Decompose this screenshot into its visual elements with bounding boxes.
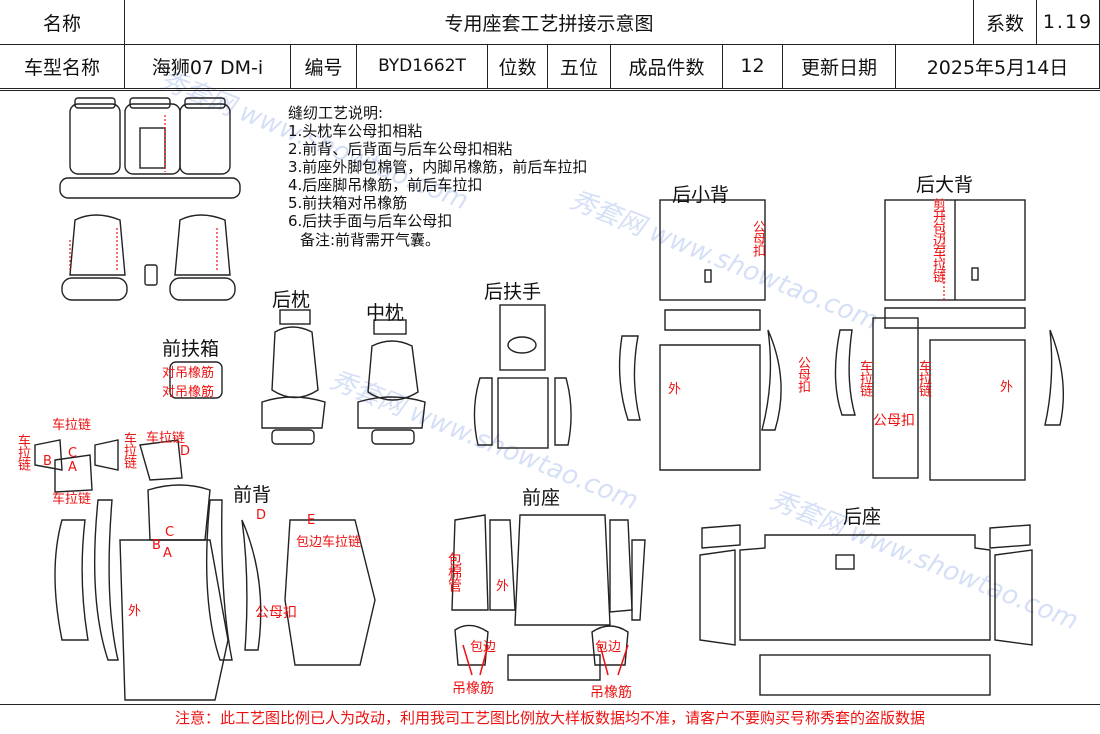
note-armbox-elastic: 对吊橡筋 [162, 385, 215, 400]
letter-c: C [68, 446, 78, 461]
section-front-seat: 前座 [522, 487, 561, 509]
middle-headrest-pieces [357, 319, 426, 445]
instruction-item: 6.后扶手面与后车公母扣 [288, 212, 453, 230]
letter-e: E [307, 513, 316, 528]
note-zipper: 车拉链 [146, 431, 186, 446]
date-label: 更新日期 [783, 44, 896, 89]
note-snap: 公母扣 [750, 220, 765, 256]
instruction-item: 2.前背、后背面与后车公母扣相粘 [288, 140, 513, 158]
section-rear-headrest: 后枕 [272, 289, 311, 311]
front-seat-overview [61, 214, 236, 301]
name-label: 名称 [0, 0, 125, 45]
instruction-item: 1.头枕车公母扣相粘 [288, 122, 423, 140]
instruction-item: 5.前扶箱对吊橡筋 [288, 194, 408, 212]
note-elastic: 吊橡筋 [590, 685, 632, 701]
note-snap: 公母扣 [795, 356, 810, 392]
factor-label: 系数 [974, 0, 1037, 45]
note-zipper: 车拉链 [15, 434, 30, 470]
section-rear-seat: 后座 [843, 506, 882, 528]
note-outer: 外 [668, 382, 682, 397]
note-zipper: 车拉链 [52, 418, 92, 433]
seats-value: 五位 [548, 44, 611, 89]
footer-divider [0, 704, 1100, 705]
note-wrap-edge: 包边 [595, 640, 622, 655]
front-back-pieces [34, 439, 376, 701]
letter-b: B [43, 454, 52, 469]
note-outer: 外 [128, 604, 142, 619]
rear-armrest-pieces [473, 304, 572, 449]
letter-d: D [180, 444, 191, 459]
front-armbox-piece [169, 361, 223, 399]
instruction-item: 3.前座外脚包棉管，内脚吊橡筋，前后车拉扣 [288, 158, 588, 176]
note-edge-zipper: 包边车拉链 [296, 535, 362, 550]
model-label: 车型名称 [0, 44, 125, 89]
page-title: 专用座套工艺拼接示意图 [125, 0, 974, 45]
section-front-armbox: 前扶箱 [162, 338, 220, 360]
section-front-back: 前背 [233, 484, 272, 506]
note-zipper: 车拉链 [857, 360, 872, 396]
note-cut-edge-zip: 剪开包边车拉链 [930, 198, 945, 282]
letter-a: A [163, 546, 172, 561]
note-outer: 外 [1000, 380, 1014, 395]
note-snap: 公母扣 [873, 413, 915, 429]
letter-d: D [256, 508, 267, 523]
note-armbox-elastic: 对吊橡筋 [162, 366, 215, 381]
letter-c: C [165, 525, 175, 540]
rear-seat-pieces [699, 524, 1033, 696]
note-outer: 外 [496, 579, 510, 594]
note-wrap-edge: 包边 [470, 640, 497, 655]
instructions-remark: 备注:前背需开气囊。 [300, 231, 441, 249]
front-seat-pieces [451, 514, 646, 681]
pieces-value: 12 [723, 44, 783, 89]
note-zipper: 车拉链 [121, 432, 136, 468]
instruction-item: 4.后座脚吊橡筋，前后车拉扣 [288, 176, 483, 194]
rear-small-back-pieces [618, 199, 782, 471]
note-cotton-tube: 包棉管 [446, 552, 462, 591]
section-middle-headrest: 中枕 [366, 302, 405, 324]
instructions-title: 缝纫工艺说明: [288, 104, 384, 122]
note-snap: 公母扣 [255, 605, 297, 621]
section-rear-big-back: 后大背 [916, 174, 974, 196]
letter-a: A [68, 460, 77, 475]
code-label: 编号 [291, 44, 357, 89]
code-value: BYD1662T [357, 44, 488, 89]
model-value: 海狮07 DM-i [125, 44, 291, 89]
note-zipper: 车拉链 [916, 360, 931, 396]
note-zipper: 车拉链 [52, 492, 92, 507]
seats-label: 位数 [488, 44, 548, 89]
rear-big-back-pieces [834, 199, 1064, 481]
header-table: 名称 专用座套工艺拼接示意图 系数 1.19 车型名称 海狮07 DM-i 编号… [0, 0, 1100, 91]
note-elastic: 吊橡筋 [452, 681, 494, 697]
letter-b: B [152, 538, 161, 553]
section-rear-small-back: 后小背 [672, 184, 730, 206]
rear-headrest-pieces [261, 309, 326, 445]
section-rear-armrest: 后扶手 [484, 281, 542, 303]
footer-notice: 注意：此工艺图比例已人为改动，利用我司工艺图比例放大样板数据均不准，请客户不要购… [174, 709, 925, 727]
pieces-label: 成品件数 [611, 44, 723, 89]
rear-seat-overview [59, 97, 241, 199]
